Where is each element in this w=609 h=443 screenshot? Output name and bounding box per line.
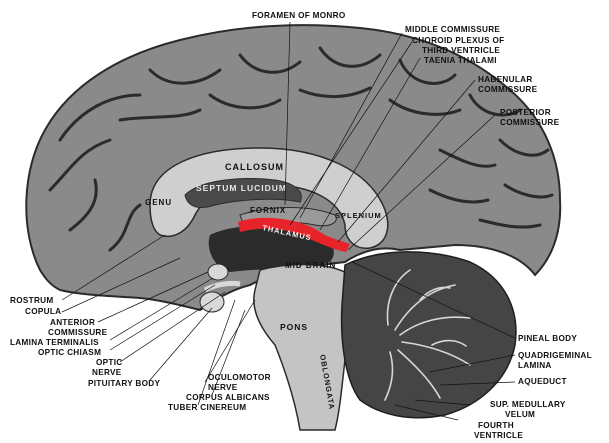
label-sup-medullary: SUP. MEDULLARY bbox=[490, 400, 566, 409]
label-splenium: SPLENIUM bbox=[335, 211, 382, 220]
label-genu: GENU bbox=[145, 198, 172, 207]
label-septum-lucidum: SEPTUM LUCIDUM bbox=[196, 183, 287, 193]
label-corpus-albicans: CORPUS ALBICANS bbox=[186, 393, 270, 402]
label-pituitary-body: PITUITARY BODY bbox=[88, 379, 161, 388]
label-taenia-thalami: TAENIA THALAMI bbox=[424, 56, 497, 65]
label-oculomotor-1: OCULOMOTOR bbox=[208, 373, 271, 382]
arbor-vitae bbox=[384, 269, 471, 401]
label-aqueduct: AQUEDUCT bbox=[518, 377, 567, 386]
cerebellum bbox=[340, 251, 517, 419]
label-fornix: FORNIX bbox=[250, 206, 286, 215]
label-fourth-1: FOURTH bbox=[478, 421, 514, 430]
label-optic-2: NERVE bbox=[92, 368, 122, 377]
label-anterior-2: COMMISSURE bbox=[48, 328, 108, 337]
sulci bbox=[48, 46, 554, 252]
label-foramen-of-monro: FORAMEN OF MONRO bbox=[252, 11, 346, 20]
leader-lines bbox=[61, 21, 516, 421]
label-posterior-1: POSTERIOR bbox=[500, 108, 551, 117]
label-oculomotor-2: NERVE bbox=[208, 383, 238, 392]
label-habenular-1: HABENULAR bbox=[478, 75, 533, 84]
label-pons: PONS bbox=[280, 322, 308, 332]
label-habenular-2: COMMISSURE bbox=[478, 85, 538, 94]
label-velum: VELUM bbox=[505, 410, 535, 419]
label-mid-brain: MID BRAIN bbox=[285, 261, 336, 270]
label-optic-chiasm: OPTIC CHIASM bbox=[38, 348, 101, 357]
label-optic-1: OPTIC bbox=[96, 358, 123, 367]
label-callosum: CALLOSUM bbox=[225, 162, 284, 172]
label-anterior-1: ANTERIOR bbox=[50, 318, 95, 327]
label-lamina-terminalis: LAMINA TERMINALIS bbox=[10, 338, 99, 347]
taenia-thalami-highlight bbox=[238, 217, 350, 252]
label-posterior-2: COMMISSURE bbox=[500, 118, 560, 127]
label-quadrigeminal-1: QUADRIGEMINAL bbox=[518, 351, 592, 360]
label-tuber-cinereum: TUBER CINEREUM bbox=[168, 403, 246, 412]
label-choroid-plexus-1: CHOROID PLEXUS OF bbox=[412, 36, 504, 45]
septum-lucidum bbox=[184, 178, 302, 208]
optic-chiasm bbox=[207, 263, 229, 281]
label-quadrigeminal-2: LAMINA bbox=[518, 361, 552, 370]
label-fourth-2: VENTRICLE bbox=[474, 431, 523, 440]
brainstem bbox=[253, 263, 356, 431]
corpus-callosum bbox=[149, 147, 389, 249]
label-pineal-body: PINEAL BODY bbox=[518, 334, 577, 343]
label-copula: COPULA bbox=[25, 307, 61, 316]
optic-nerve bbox=[203, 280, 241, 293]
label-rostrum: ROSTRUM bbox=[10, 296, 54, 305]
label-choroid-plexus-2: THIRD VENTRICLE bbox=[422, 46, 500, 55]
label-middle-commissure: MIDDLE COMMISSURE bbox=[405, 25, 500, 34]
third-ventricle bbox=[208, 225, 334, 272]
